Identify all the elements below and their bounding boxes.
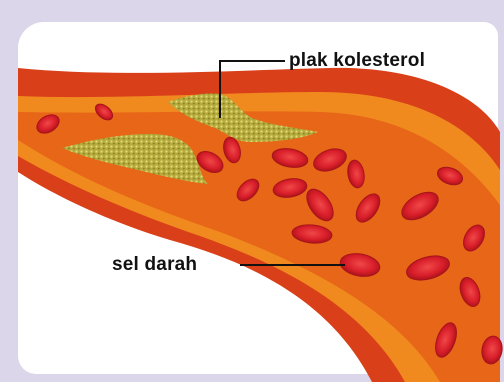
blood-cell-label: sel darah bbox=[112, 254, 197, 276]
plaque-label: plak kolesterol bbox=[289, 50, 425, 72]
